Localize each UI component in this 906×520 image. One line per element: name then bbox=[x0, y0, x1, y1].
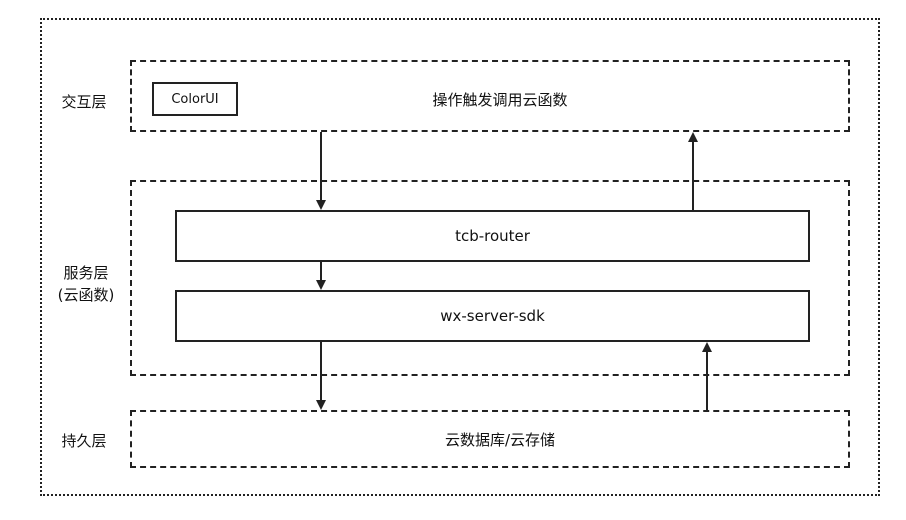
wx-server-sdk-box: wx-server-sdk bbox=[175, 290, 810, 342]
tcb-router-box: tcb-router bbox=[175, 210, 810, 262]
service-layer-label: 服务层 (云函数) bbox=[48, 262, 124, 306]
interaction-layer bbox=[130, 60, 850, 132]
persistence-text: 云数据库/云存储 bbox=[444, 430, 556, 449]
persistence-layer bbox=[130, 410, 850, 468]
diagram-frame bbox=[40, 18, 880, 496]
persistence-layer-label: 持久层 bbox=[61, 432, 107, 450]
interaction-text: 操作触发调用云函数 bbox=[432, 90, 568, 109]
interaction-layer-label: 交互层 bbox=[61, 93, 107, 111]
colorui-badge: ColorUI bbox=[152, 82, 238, 116]
service-layer-label-line1: 服务层 bbox=[63, 264, 109, 282]
service-layer-label-line2: (云函数) bbox=[57, 286, 115, 304]
service-layer bbox=[130, 180, 850, 376]
